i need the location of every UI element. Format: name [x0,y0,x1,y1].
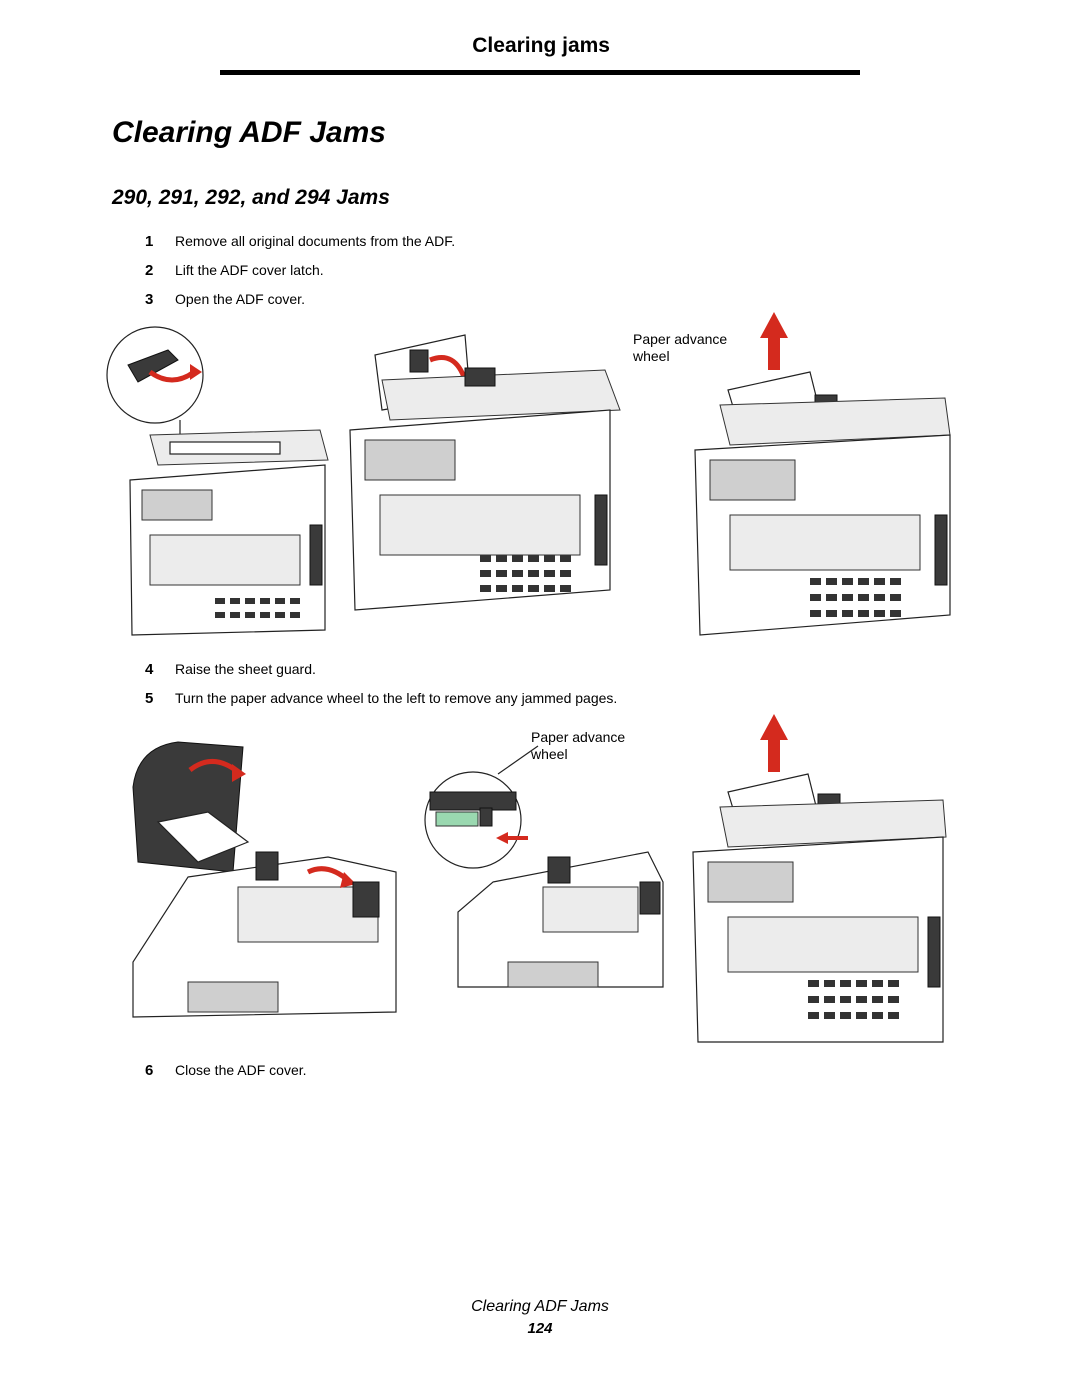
cover-arrow [429,355,468,381]
printer-sheet-guard-illustration [694,312,951,636]
step-number: 6 [145,1062,154,1079]
sheet-guard [542,886,639,933]
output-bin [379,494,581,556]
callout-paper-advance-wheel: Paper advance wheel [633,331,727,365]
step-number: 2 [145,262,154,279]
printer-raised-guard-illustration [692,714,947,1043]
step-2: 2 Lift the ADF cover latch. [145,262,324,279]
step-text: Open the ADF cover. [175,291,305,307]
step-6: 6 Close the ADF cover. [145,1062,307,1079]
control-panel [507,961,599,988]
control-panel [709,459,796,501]
adf-tray [381,369,621,421]
up-arrow [760,714,788,772]
step-1: 1 Remove all original documents from the… [145,233,455,250]
callout-line: wheel [633,348,670,364]
step-text: Turn the paper advance wheel to the left… [175,690,618,706]
callout-paper-advance-wheel-2: Paper advance wheel [531,729,625,763]
printer-latch-illustration [106,326,329,636]
header-rule [220,70,860,75]
step-text: Lift the ADF cover latch. [175,262,324,278]
up-arrow [760,312,788,370]
control-panel [141,489,213,521]
wheel-detail-illustration [424,745,664,988]
step-number: 1 [145,233,154,250]
step-number: 4 [145,661,154,678]
output-bin [149,534,301,586]
control-panel [707,861,794,903]
output-bin [729,514,921,571]
step-text: Close the ADF cover. [175,1062,307,1078]
step-4: 4 Raise the sheet guard. [145,661,316,678]
callout-line: Paper advance [633,331,728,347]
step-text: Raise the sheet guard. [175,661,316,677]
output-bin [727,916,919,973]
printer-open-cover-illustration [349,334,621,611]
footer-title: Clearing ADF Jams [471,1298,609,1315]
callout-line: Paper advance [531,729,626,745]
step-5: 5 Turn the paper advance wheel to the le… [145,690,617,707]
page-title: Clearing ADF Jams [112,116,386,149]
sheet-guard-closeup-illustration [132,741,397,1018]
step-3: 3 Open the ADF cover. [145,291,305,308]
callout-line: wheel [531,746,568,762]
page-number: 124 [527,1320,553,1337]
illustration-open-adf-cover [106,312,951,636]
step-text: Remove all original documents from the A… [175,233,456,249]
section-subtitle: 290, 291, 292, and 294 Jams [112,186,390,209]
step-number: 5 [145,690,154,707]
adf-tray [719,799,947,848]
illustration-raise-sheet-guard [132,714,947,1043]
paper-advance-wheel [255,851,279,881]
control-panel [364,439,456,481]
adf-latch [127,349,179,383]
control-panel [187,981,279,1013]
step-number: 3 [145,291,154,308]
section-header: Clearing jams [472,34,610,57]
